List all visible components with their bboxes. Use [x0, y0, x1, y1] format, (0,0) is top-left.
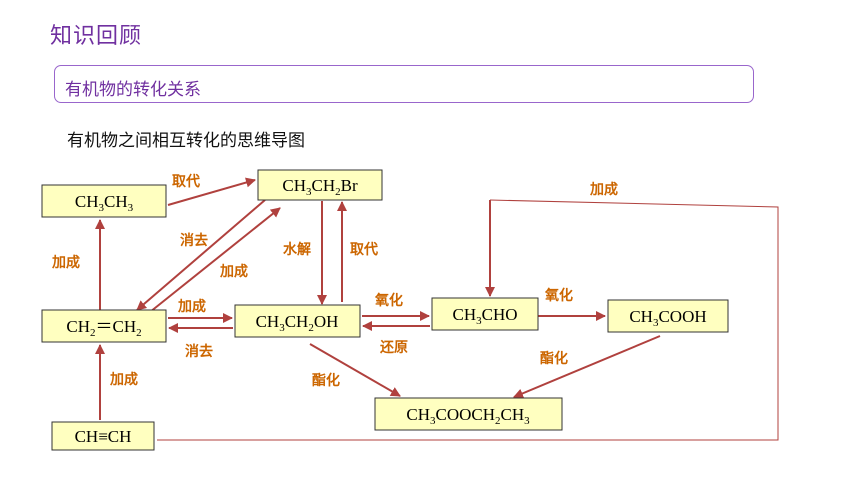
- label-addition-left: 加成: [51, 254, 80, 271]
- label-addition-far-right: 加成: [589, 181, 618, 198]
- arrow-ethane-to-bromoethane: [167, 177, 256, 206]
- arrow-bromoethane-to-ethylene: [136, 199, 266, 311]
- svg-text:CH3CHO: CH3CHO: [452, 305, 517, 327]
- label-elimination-upper: 消去: [180, 232, 208, 249]
- line-acetylene-loop: [157, 199, 779, 441]
- svg-text:CH3CH3: CH3CH3: [75, 192, 134, 214]
- label-elimination-lower: 消去: [185, 343, 213, 360]
- svg-text:CH2＝CH2: CH2＝CH2: [66, 317, 141, 339]
- svg-text:CH≡CH: CH≡CH: [75, 427, 132, 446]
- node-ethylene: CH2＝CH2: [41, 309, 167, 343]
- arrow-acetic-acid-to-ester: [513, 335, 661, 399]
- node-bromoethane: CH3CH2Br: [257, 169, 383, 201]
- label-hydrolysis: 水解: [283, 241, 311, 258]
- svg-text:CH3COOCH2CH3: CH3COOCH2CH3: [406, 405, 530, 427]
- label-esterification-right: 酯化: [540, 350, 568, 367]
- label-oxidation-1: 氧化: [374, 292, 403, 309]
- section-title: 有机物的转化关系: [65, 80, 201, 100]
- node-acetylene: CH≡CH: [51, 421, 155, 451]
- label-addition-middle: 加成: [177, 298, 206, 315]
- label-esterification-left: 酯化: [312, 372, 340, 389]
- svg-text:CH3CH2OH: CH3CH2OH: [256, 312, 339, 334]
- label-addition-upper: 加成: [219, 263, 248, 280]
- label-substitution-top: 取代: [172, 173, 200, 190]
- label-reduction: 还原: [379, 339, 408, 356]
- label-oxidation-2: 氧化: [544, 287, 573, 304]
- svg-text:CH3CH2Br: CH3CH2Br: [282, 176, 358, 198]
- arrow-ethylene-to-bromoethane: [149, 207, 281, 313]
- section-banner: 有机物的转化关系: [54, 65, 754, 103]
- arrow-ethanol-to-ester: [309, 343, 401, 397]
- label-addition-bottom: 加成: [109, 371, 138, 388]
- node-ethanol: CH3CH2OH: [234, 304, 361, 338]
- node-acetaldehyde: CH3CHO: [431, 297, 539, 331]
- node-ethyl-acetate: CH3COOCH2CH3: [374, 397, 563, 431]
- page-title: 知识回顾: [50, 24, 143, 49]
- svg-text:CH3COOH: CH3COOH: [629, 307, 706, 329]
- node-ethane: CH3CH3: [41, 184, 167, 218]
- diagram-subtitle: 有机物之间相互转化的思维导图: [67, 131, 305, 151]
- node-acetic-acid: CH3COOH: [607, 299, 729, 333]
- label-substitution-right: 取代: [350, 241, 378, 258]
